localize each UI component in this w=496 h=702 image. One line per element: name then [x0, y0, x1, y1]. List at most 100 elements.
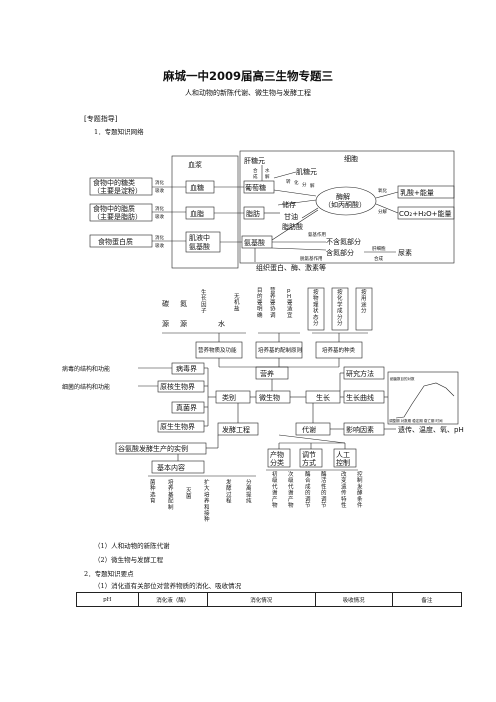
food-protein-label: 食物蛋白质 [98, 237, 133, 246]
lactic-label: 乳酸+能量 [400, 188, 434, 197]
list-item-keypoints: 2．专题知识要点 [84, 570, 134, 578]
fungi-label: 真菌界 [176, 403, 197, 412]
curve-label: 生长曲线 [346, 393, 374, 402]
regulation-line2: 方式 [302, 458, 316, 467]
absorb-label-2: 吸收 [155, 213, 164, 220]
phys-box [307, 287, 325, 331]
page-title: 麻城一中2009届高三生物专题三 [162, 69, 333, 83]
convert-char-2: 化 [294, 179, 299, 186]
food-carb-line2: （主要是淀粉） [93, 186, 142, 195]
genetic-vtext: 改变遗传特性 [341, 470, 347, 509]
prok-box [157, 380, 205, 393]
section-heading: [专题指导] [84, 115, 118, 123]
primary-vtext: 初级代谢产物 [272, 470, 278, 509]
col-digestion: 消化情况 [206, 592, 316, 607]
nutrition-label: 营养 [260, 369, 274, 378]
transamination-label: 氨基作用 [308, 231, 326, 238]
muscle-glycogen-label: 肌糖元 [296, 167, 317, 176]
plasma-amino-line2: 氨基酸 [189, 242, 210, 251]
non-nitrogen-label: 不含氮部分 [326, 237, 361, 246]
virus-box [171, 362, 205, 375]
bact-fn-label: 细菌的结构和功能 [62, 383, 110, 391]
tissue-protein-label: 组织蛋白、酶、激素等 [256, 263, 326, 272]
pyruvate-line2: （如丙酮酸） [324, 200, 366, 209]
sterile-vtext: 灭菌 [186, 487, 192, 500]
table-header-row: pH 消化液（酶） 消化情况 吸收情况 备注 [76, 592, 463, 607]
nutrient-label-part: 营养物质及功能 [198, 346, 237, 354]
plasma-amino-line1: 肌液中 [189, 233, 210, 242]
deamination-label: 脱氨基作用 [300, 255, 323, 262]
cell-label: 细胞 [344, 154, 358, 163]
split-char-1: 分 [302, 181, 307, 188]
kind-label: 培养基的种类 [322, 346, 356, 354]
microbe-label: 微生物 [259, 393, 280, 402]
col-juice: 消化液（酶） [137, 592, 208, 607]
enzyme-synth-vtext: 酶合成的调节 [305, 470, 311, 509]
artificial-line1: 人工 [336, 451, 350, 459]
product-line1: 产物 [270, 450, 284, 459]
amino-label: 氨基酸 [244, 238, 265, 247]
food-lipid-box [89, 203, 153, 222]
product-line2: 分类 [270, 458, 284, 467]
liver-synth-label: 合成 [374, 255, 383, 262]
glu-box [115, 442, 207, 455]
prok-label: 原核生物界 [160, 382, 195, 391]
use-box [355, 287, 373, 331]
ferment-label: 发酵工程 [222, 425, 250, 434]
growth-label: 生长 [316, 393, 330, 402]
expand-vtext: 扩大培养和接种 [204, 478, 210, 523]
nitrogen-char-1: 氮 [180, 299, 187, 308]
digest-label-2: 消化 [155, 205, 164, 212]
convert-char-1: 转 [286, 178, 291, 185]
list-item-digestion: （1）消化道有关部位对营养物质的消化、吸收情况 [94, 582, 242, 590]
metab-label: 代谢 [302, 425, 316, 434]
medium-vtext: 培养基配制 [168, 478, 174, 511]
factor-label: 影响因素 [346, 425, 374, 434]
enzyme-act-vtext: 酶活性的调节 [321, 470, 327, 509]
category-label: 类别 [222, 393, 236, 402]
synth-char-2: 成 [253, 173, 258, 180]
process-vtext: 发酵过程 [226, 478, 232, 505]
list-item-metabolism: （1）人和动物的新陈代谢 [94, 542, 170, 550]
glu-label: 谷氨酸发酵生产的实例 [118, 444, 188, 453]
liver-glycogen-label: 肝糖元 [244, 156, 265, 165]
growth-graph-box [387, 371, 459, 425]
hydro-char-1: 水 [265, 167, 270, 174]
oxidation-label-1: 氧化 [378, 187, 387, 194]
nitrogen-label: 含氮部分 [326, 248, 354, 257]
carbon-char-2: 源 [162, 319, 169, 328]
glycerol-label: 甘油 [284, 212, 298, 221]
factors-label: 遗传、温度、氧、pH [398, 425, 464, 434]
fungi-box [171, 401, 205, 414]
food-carb-line1: 食物中的糖类 [93, 178, 135, 187]
fatty-acid-label: 脂肪酸 [282, 222, 303, 231]
condition-vtext: 控制发酵条件 [357, 470, 363, 509]
digest-label-3: 消化 [155, 234, 164, 241]
food-lipid-line2: （主要是脂肪） [93, 212, 142, 221]
water-label: 水 [218, 319, 225, 328]
virus-fn-label: 病毒的结构和功能 [62, 365, 110, 373]
artificial-line2: 控制 [336, 458, 350, 467]
synth-char-1: 合 [253, 167, 258, 174]
carbon-char-1: 碳 [162, 299, 169, 308]
method-label: 研究方法 [346, 369, 374, 378]
purpose-vtext: 目的要明确 [257, 287, 263, 319]
fat-label: 脂肪 [246, 209, 260, 218]
list-item-network: 1．专题知识网络 [94, 128, 144, 136]
digest-label-1: 消化 [155, 179, 164, 186]
split-char-2: 解 [310, 182, 315, 189]
oxidation-label-2: 分解 [378, 208, 387, 215]
pyruvate-line1: 酶解 [336, 192, 350, 201]
protist-label: 原生生物界 [160, 422, 195, 431]
urea-label: 尿素 [398, 248, 412, 257]
phys-vtext: 按物理状态分 [313, 288, 319, 327]
col-absorption: 吸收情况 [314, 592, 393, 607]
salt-vtext: 无机盐 [234, 293, 240, 312]
absorb-label-1: 吸收 [155, 187, 164, 194]
digestion-table: pH 消化液（酶） 消化情况 吸收情况 备注 [76, 592, 463, 607]
growth-factor-vtext: 生长因子 [201, 288, 207, 315]
food-carb-box [89, 177, 153, 196]
page-subtitle: 人和动物的新陈代谢、微生物与发酵工程 [185, 89, 311, 97]
